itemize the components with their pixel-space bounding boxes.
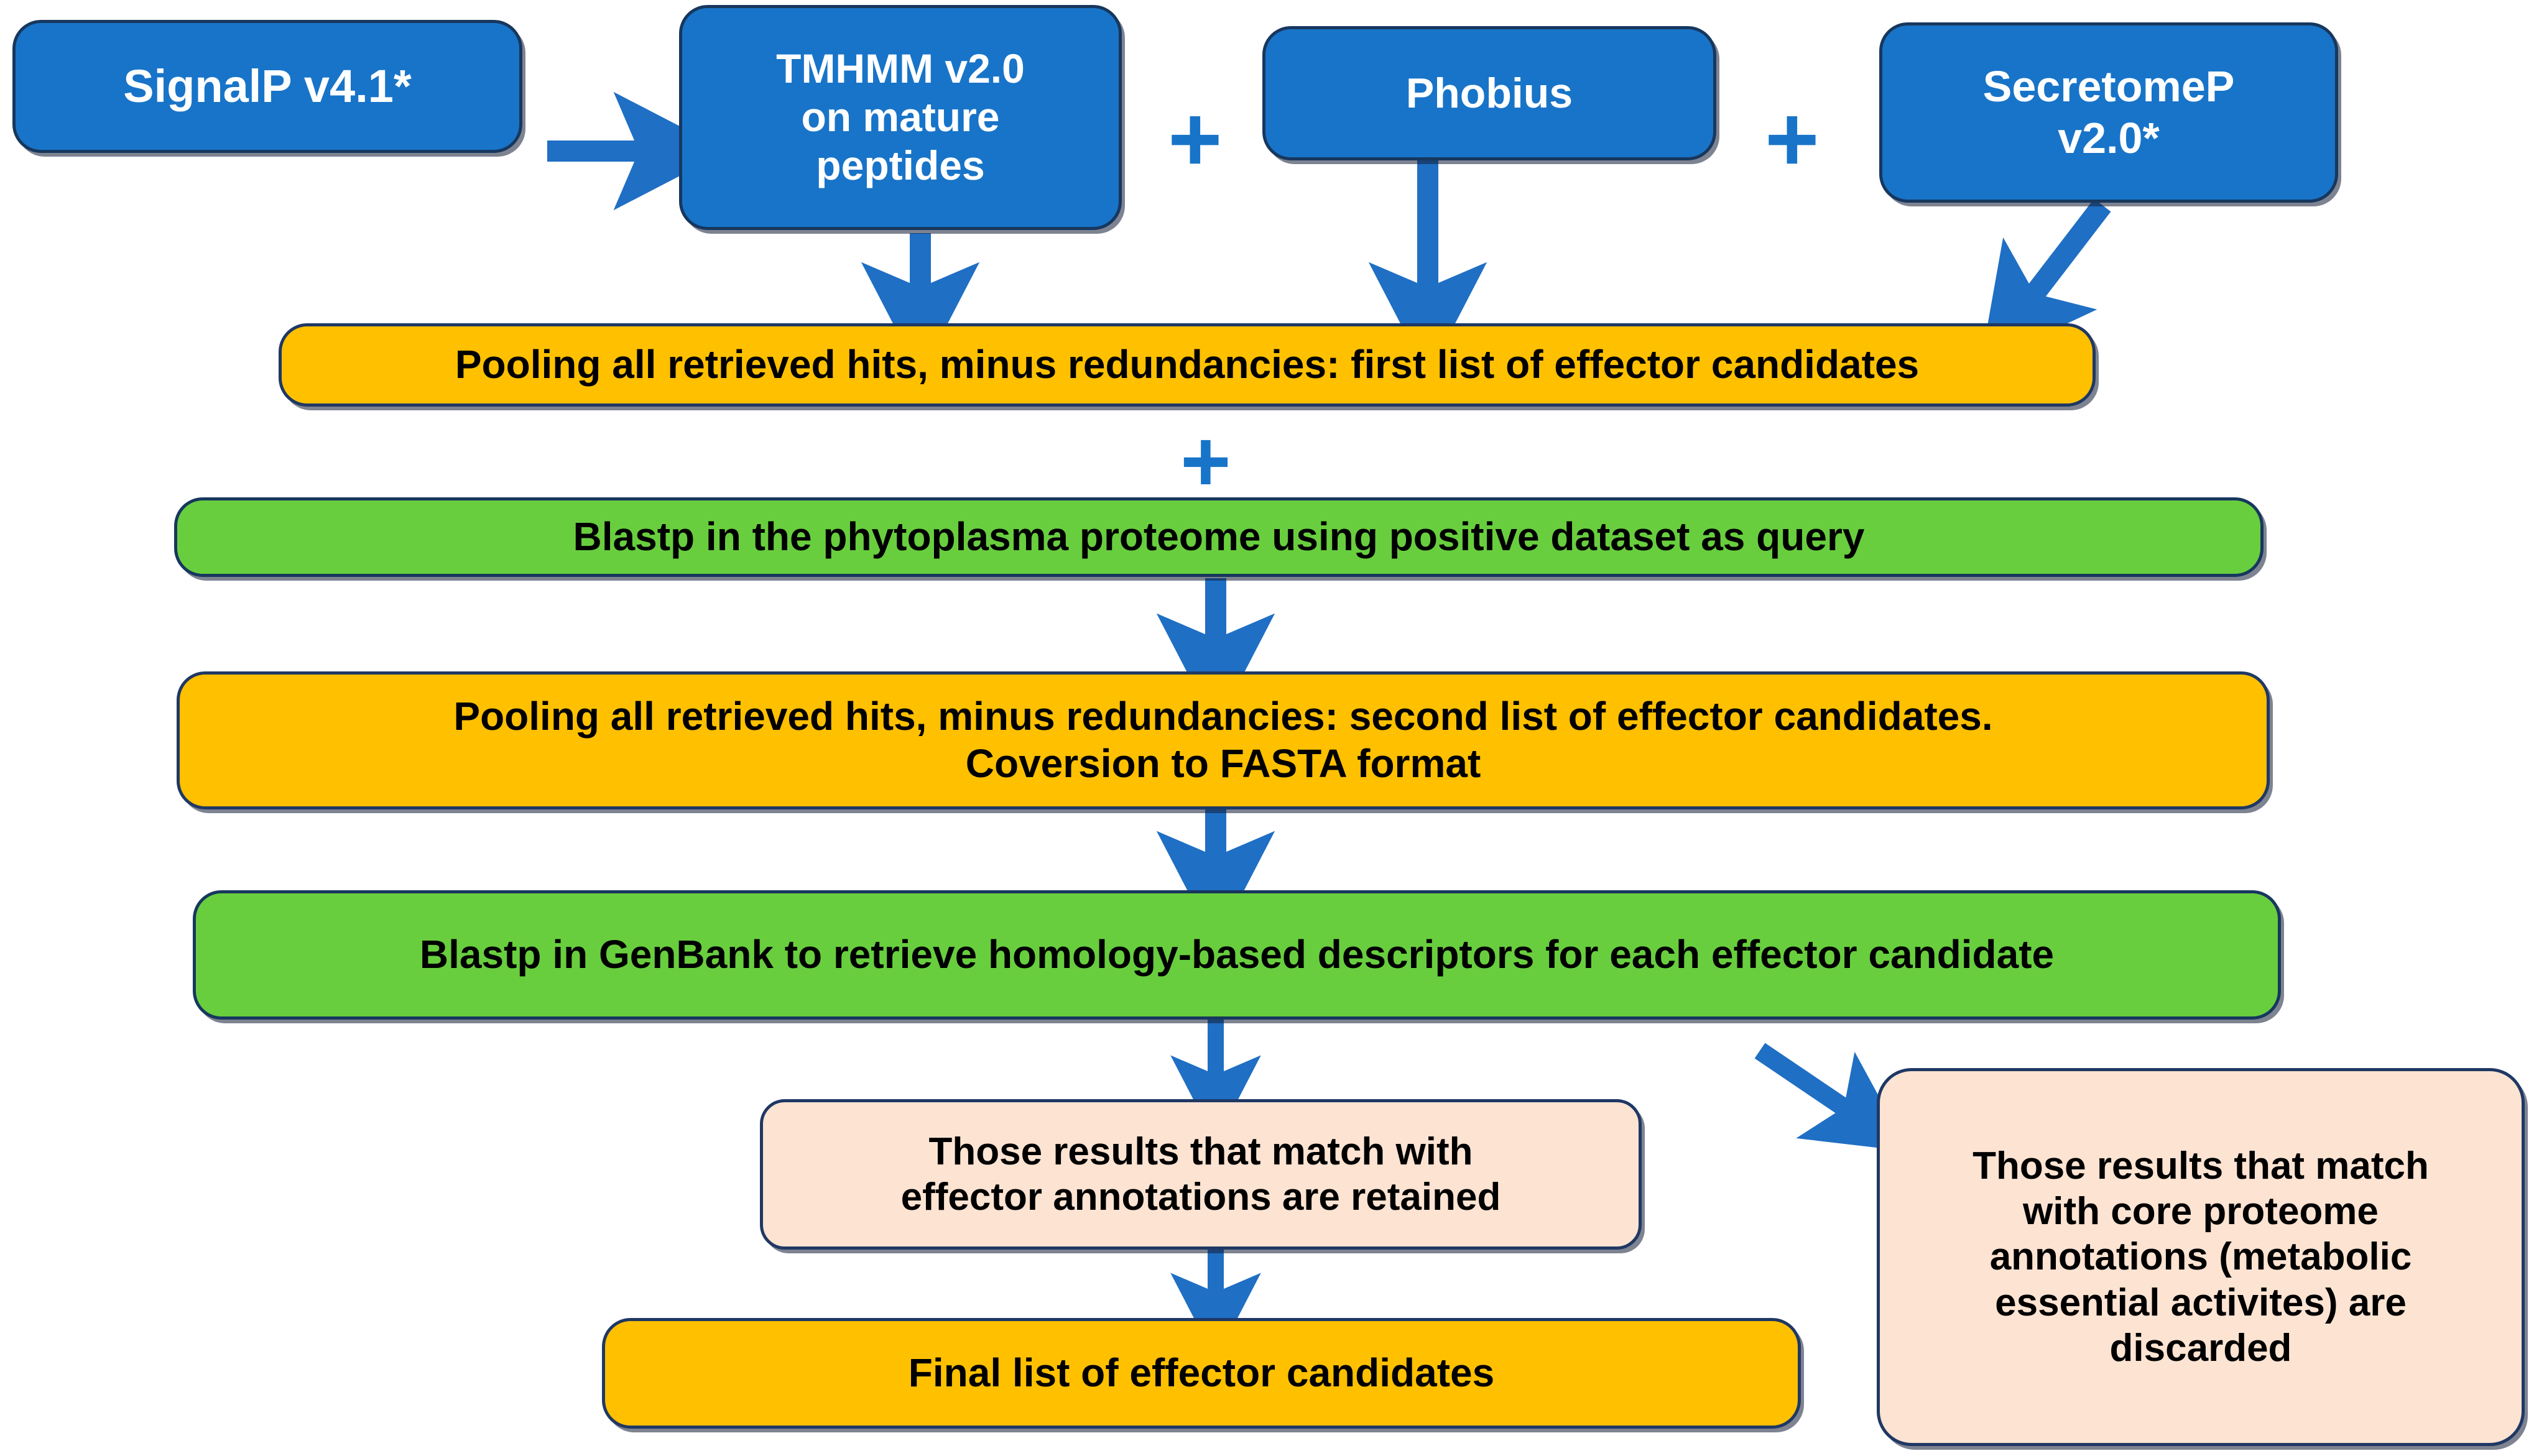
plus-operator-1: + <box>1168 86 1223 191</box>
node-blastp-genbank[interactable]: Blastp in GenBank to retrieve homology-b… <box>193 890 2281 1020</box>
arrow-blastp-genbank-to-discarded <box>1754 1043 1909 1152</box>
node-secretomep[interactable]: SecretomeP v2.0* <box>1879 22 2338 203</box>
arrow-secretomep-to-pool-first <box>1981 198 2111 364</box>
node-blastp-phytoplasma[interactable]: Blastp in the phytoplasma proteome using… <box>174 497 2264 577</box>
node-final[interactable]: Final list of effector candidates <box>602 1318 1801 1429</box>
node-signalp[interactable]: SignalP v4.1* <box>12 20 522 153</box>
plus-operator-3: + <box>1180 412 1231 510</box>
node-discarded[interactable]: Those results that match with core prote… <box>1877 1068 2525 1446</box>
node-pool-second[interactable]: Pooling all retrieved hits, minus redund… <box>177 671 2270 809</box>
plus-operator-2: + <box>1765 86 1820 191</box>
node-phobius[interactable]: Phobius <box>1262 26 1716 160</box>
node-tmhmm[interactable]: TMHMM v2.0 on mature peptides <box>679 5 1122 230</box>
node-retained[interactable]: Those results that match with effector a… <box>760 1099 1642 1250</box>
node-pool-first[interactable]: Pooling all retrieved hits, minus redund… <box>279 323 2096 407</box>
